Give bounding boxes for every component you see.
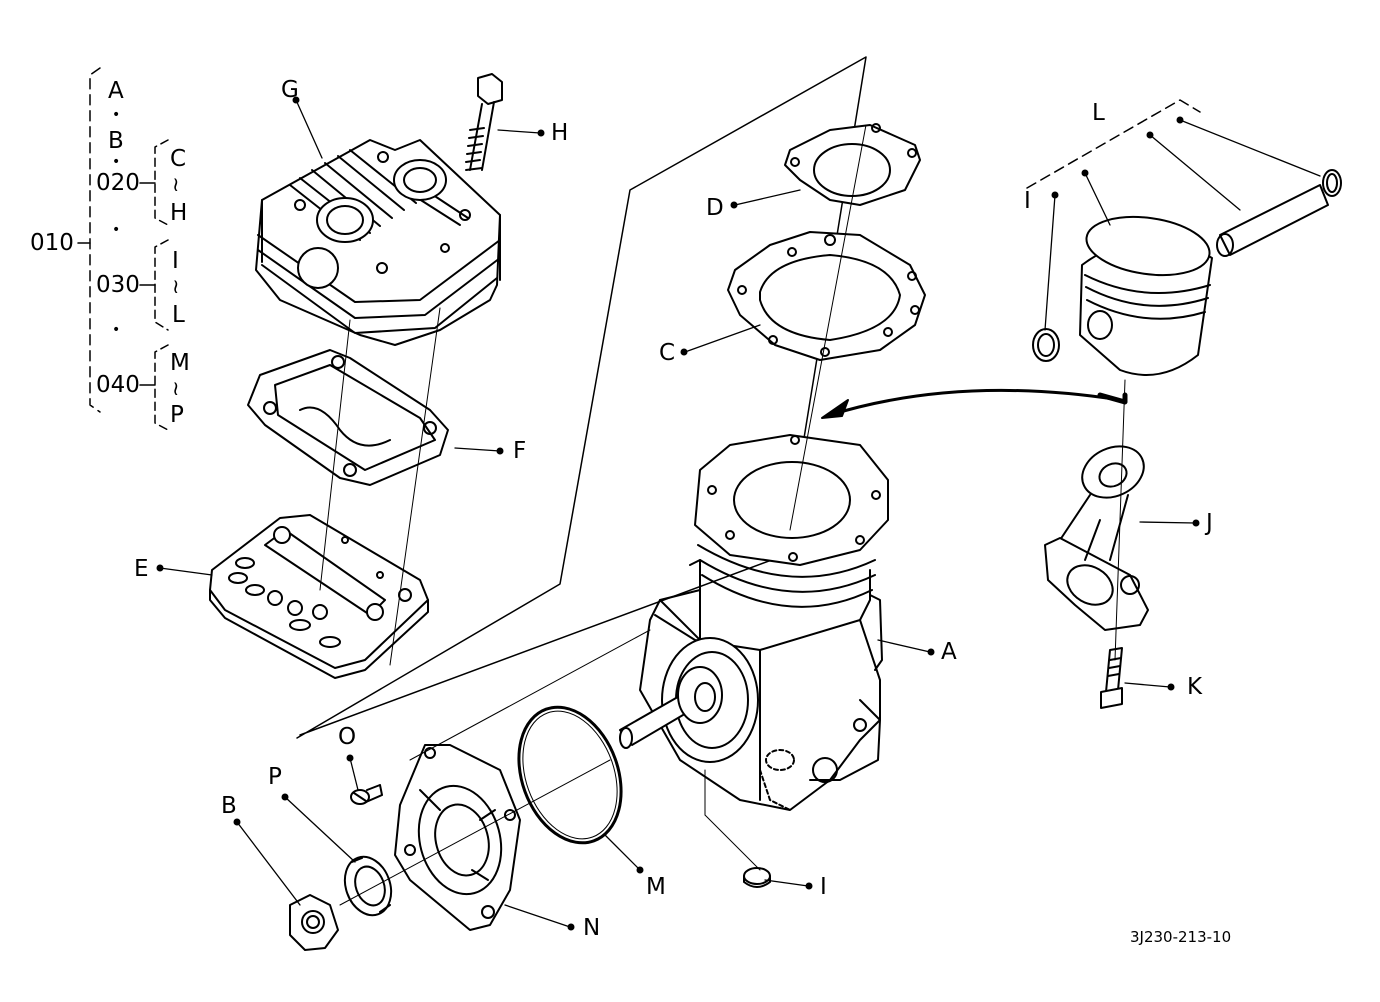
index-part-B: B: [108, 128, 124, 154]
callout-I-plug: I: [820, 874, 827, 900]
circlip-left: [1032, 328, 1060, 362]
callout-E: E: [134, 556, 149, 582]
arrow-tail: [1097, 392, 1128, 405]
group-030-start: I: [172, 248, 179, 274]
callout-C: C: [659, 340, 676, 366]
callout-B: B: [221, 793, 237, 819]
gasket-F: [247, 349, 449, 486]
callout-O: O: [338, 724, 357, 750]
callout-P: P: [268, 764, 282, 790]
screw-O: [350, 784, 383, 805]
callout-F: F: [513, 438, 527, 464]
callout-M: M: [646, 874, 666, 900]
bolt-H: [465, 73, 503, 171]
seal-P: [343, 855, 393, 917]
callout-H: H: [551, 120, 569, 146]
index-dot-1: •: [112, 107, 121, 123]
gasket-C: [727, 231, 926, 361]
group-020-start: C: [170, 146, 187, 172]
index-group-040: 040: [96, 372, 140, 398]
index-main-label: 010: [30, 230, 74, 256]
leader-lines: [159, 99, 1321, 928]
circlip-right: [1322, 169, 1342, 197]
assembly-arrow: [828, 388, 1122, 417]
nut-B: [289, 894, 339, 951]
piston-pin: [1216, 184, 1329, 257]
index-group-030: 030: [96, 272, 140, 298]
group-030-tilde: ≀: [172, 274, 180, 298]
group-040-tilde: ≀: [172, 376, 180, 400]
crankcase-A: [619, 434, 889, 811]
leader-dots: [156, 96, 1200, 931]
callout-A: A: [941, 639, 957, 665]
callout-K: K: [1187, 674, 1203, 700]
callout-N: N: [583, 915, 601, 941]
index-part-A: A: [108, 78, 124, 104]
index-dot-2: •: [112, 154, 121, 170]
callout-D: D: [706, 195, 724, 221]
connecting-rod-J: [1044, 445, 1149, 631]
plug-I: [743, 867, 771, 888]
callout-I-piston: I: [1024, 188, 1031, 214]
o-ring-M: [517, 705, 623, 845]
index-dot-4: •: [112, 322, 121, 338]
callout-J: J: [1206, 510, 1213, 536]
index-group-020: 020: [96, 170, 140, 196]
group-040-start: M: [170, 350, 190, 376]
group-L-bracket: [1026, 99, 1201, 189]
group-030-end: L: [172, 302, 185, 328]
assembly-arrow-head: [821, 399, 849, 419]
callout-L: L: [1092, 100, 1105, 126]
cylinder-head-G: [255, 139, 501, 346]
group-020-end: H: [170, 200, 188, 226]
group-040-end: P: [170, 402, 184, 428]
rod-bolt-K: [1100, 647, 1123, 709]
gasket-D: [784, 123, 921, 206]
index-bracket: [77, 67, 169, 431]
group-020-tilde: ≀: [172, 172, 180, 196]
bearing-cover-N: [394, 744, 521, 931]
drawing-number: 3J230-213-10: [1130, 928, 1232, 946]
index-dot-3: •: [112, 222, 121, 238]
valve-plate-E: [209, 514, 429, 679]
callout-G: G: [281, 77, 299, 103]
piston-L: [1079, 215, 1213, 376]
group-boundary-line: [296, 56, 867, 739]
